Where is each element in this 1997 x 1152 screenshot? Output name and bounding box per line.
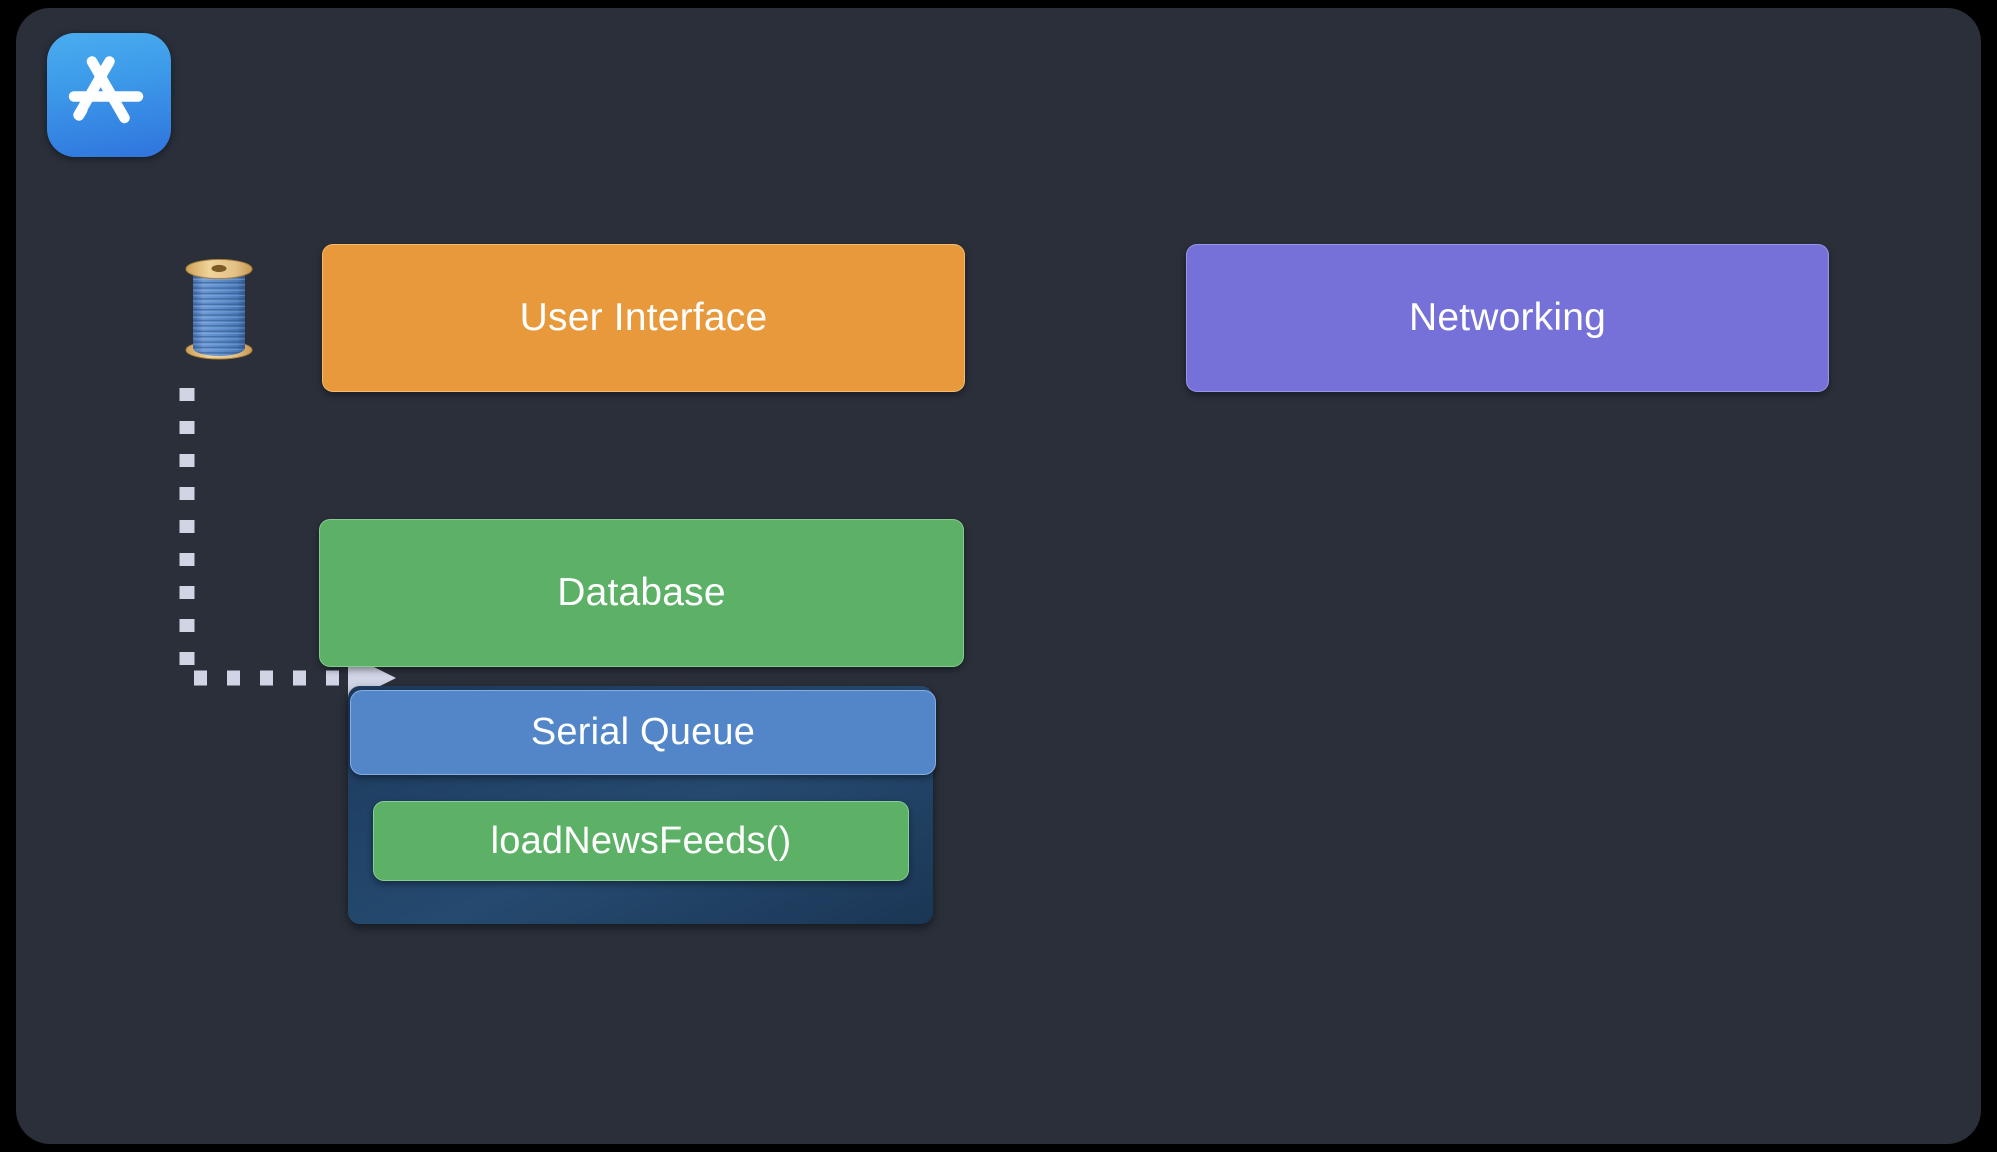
block-user-interface[interactable]: User Interface bbox=[322, 244, 965, 392]
block-label: Networking bbox=[1408, 296, 1607, 339]
block-serial-queue[interactable]: Serial Queue bbox=[350, 690, 936, 775]
diagram-canvas: User Interface Networking Database Seria… bbox=[16, 8, 1981, 1144]
block-networking[interactable]: Networking bbox=[1186, 244, 1829, 392]
block-label: Database bbox=[557, 571, 726, 614]
thread-spool-icon bbox=[184, 251, 254, 363]
block-load-news-feeds[interactable]: loadNewsFeeds() bbox=[373, 801, 909, 881]
block-database[interactable]: Database bbox=[319, 519, 964, 667]
app-store-icon bbox=[47, 33, 171, 157]
block-label: loadNewsFeeds() bbox=[490, 819, 792, 862]
block-label: User Interface bbox=[519, 296, 768, 339]
block-label: Serial Queue bbox=[530, 711, 756, 753]
